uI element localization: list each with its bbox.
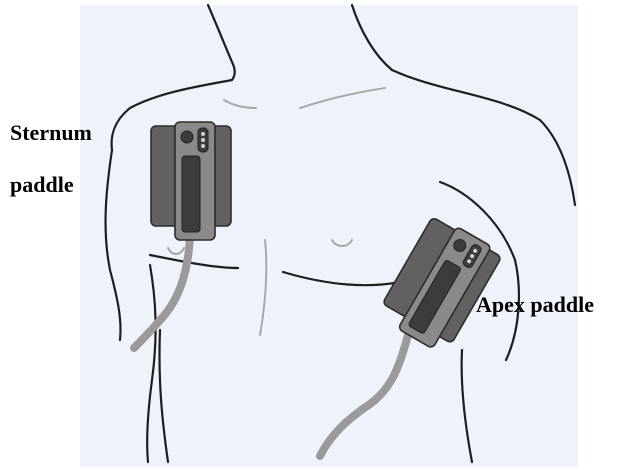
sternum-paddle-label-line2: paddle (10, 174, 74, 196)
sternum-paddle-button-icon[interactable] (181, 131, 193, 143)
apex-paddle-label: Apex paddle (476, 294, 594, 316)
sternum-paddle-label-line1: Sternum (10, 122, 92, 144)
sternum-paddle-grip (182, 156, 200, 232)
sternum-paddle[interactable] (151, 122, 231, 240)
